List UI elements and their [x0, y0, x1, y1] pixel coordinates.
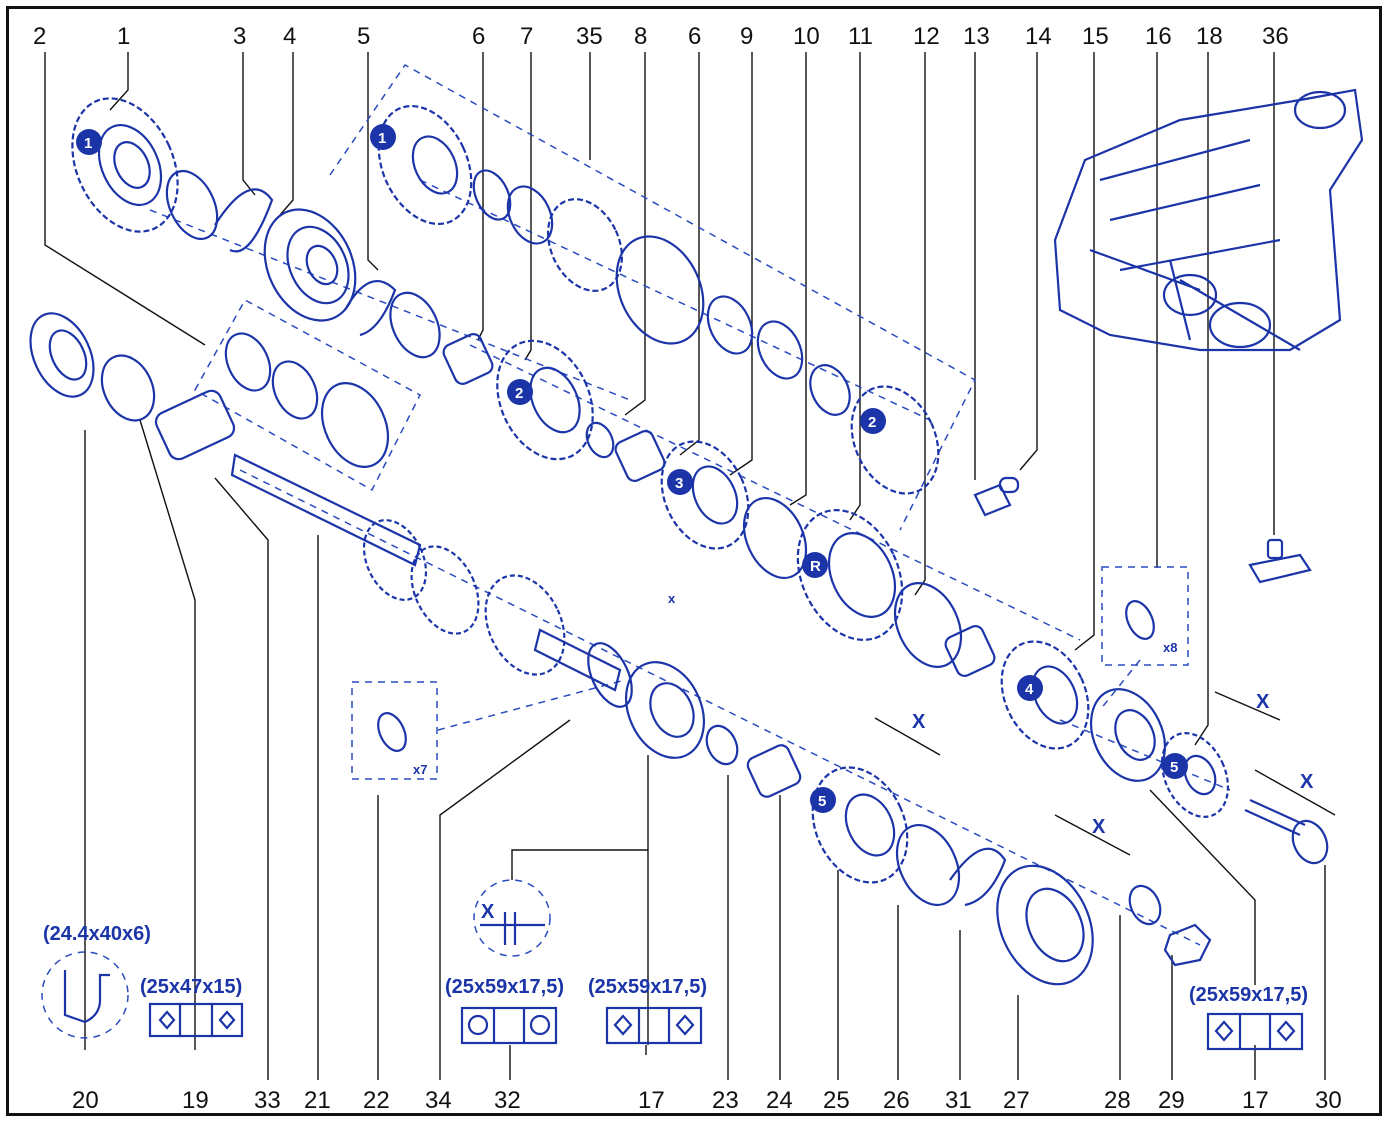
badge-gear-2a: 2 — [515, 385, 523, 402]
callout-23: 23 — [712, 1087, 739, 1114]
x-label-hub: X — [1092, 816, 1106, 838]
callout-21: 21 — [304, 1087, 331, 1114]
badge-gear-4: 4 — [1025, 681, 1034, 698]
callout-20: 20 — [72, 1087, 99, 1114]
bottom-callouts: 20 19 33 21 22 34 32 17 23 24 25 26 31 2… — [72, 1087, 1342, 1114]
callout-32: 32 — [494, 1087, 521, 1114]
bearing-symbol-17a: (25x59x17,5) — [588, 976, 707, 1045]
seal-symbol: (24.4x40x6) — [41, 923, 151, 1039]
callout-35: 35 — [576, 23, 603, 50]
callout-15: 15 — [1082, 23, 1109, 50]
callout-19: 19 — [182, 1087, 209, 1114]
leader-lines — [44, 52, 1326, 1080]
callout-5: 5 — [357, 23, 370, 50]
callout-34: 34 — [425, 1087, 452, 1114]
callout-7: 7 — [520, 23, 533, 50]
callout-11: 11 — [848, 23, 873, 50]
badge-gear-1a: 1 — [84, 135, 92, 152]
gear-3 — [660, 440, 750, 550]
callout-4: 4 — [283, 23, 296, 50]
x-label-gear5: X — [912, 711, 926, 733]
reverse-hub — [796, 509, 904, 641]
shaft-axes — [149, 179, 1231, 946]
dashed-groups — [193, 64, 1189, 780]
gear-2 — [496, 339, 594, 461]
callout-33: 33 — [254, 1087, 281, 1114]
bearing-17a-dimension: (25x59x17,5) — [588, 976, 707, 998]
parts — [29, 97, 1329, 986]
gear-4 — [1000, 640, 1090, 750]
callout-26: 26 — [883, 1087, 910, 1114]
callout-9: 9 — [740, 23, 753, 50]
badge-gear-1b: 1 — [378, 130, 386, 147]
seal-dimension: (24.4x40x6) — [43, 923, 151, 945]
x-label-gear5-right: X — [1256, 691, 1270, 713]
callout-24: 24 — [766, 1087, 793, 1114]
diagram-frame — [6, 6, 1382, 1116]
callout-30: 30 — [1315, 1087, 1342, 1114]
callout-17b: 17 — [1242, 1087, 1269, 1114]
bearing-19-dimension: (25x47x15) — [140, 976, 242, 998]
gear-1 — [71, 97, 179, 233]
callout-6b: 6 — [688, 23, 701, 50]
bearing-detail — [473, 879, 551, 957]
callout-18: 18 — [1196, 23, 1223, 50]
callout-6a: 6 — [472, 23, 485, 50]
main-shaft — [230, 453, 622, 692]
callout-2: 2 — [33, 23, 46, 50]
badge-reverse: R — [810, 558, 821, 575]
callout-22: 22 — [363, 1087, 390, 1114]
callout-10: 10 — [793, 23, 820, 50]
badge-gear-5a: 5 — [1170, 759, 1178, 776]
bearing-symbol-32: (25x59x17,5) — [445, 976, 564, 1045]
callout-3: 3 — [233, 23, 246, 50]
x-label-bolt: X — [1300, 771, 1314, 793]
callout-29: 29 — [1158, 1087, 1185, 1114]
callout-28: 28 — [1104, 1087, 1131, 1114]
callout-8: 8 — [634, 23, 647, 50]
badge-gear-3: 3 — [675, 475, 683, 492]
bearing-symbol-17b: (25x59x17,5) — [1189, 984, 1308, 1051]
callout-25: 25 — [823, 1087, 850, 1114]
synchro-hub-4 — [263, 208, 357, 322]
washer-22-qty: x7 — [413, 762, 427, 777]
badge-gear-5b: 5 — [818, 793, 826, 810]
badge-gear-2b: 2 — [868, 414, 876, 431]
callout-31: 31 — [945, 1087, 972, 1114]
callout-12: 12 — [913, 23, 940, 50]
callout-16: 16 — [1145, 23, 1172, 50]
x-label-circlip: x — [668, 591, 676, 606]
x-dimension-marks: x X X X X X — [481, 591, 1336, 923]
callout-13: 13 — [963, 23, 990, 50]
bearing-17b-dimension: (25x59x17,5) — [1189, 984, 1308, 1006]
washer-16-qty: x8 — [1163, 640, 1177, 655]
bearing-symbol-19: (25x47x15) — [140, 976, 244, 1038]
callout-1: 1 — [117, 23, 130, 50]
gearbox-housing — [1053, 88, 1364, 352]
callout-36: 36 — [1262, 23, 1289, 50]
gear-badges: 1 1 2 2 3 R 4 5 5 — [76, 124, 1188, 813]
top-callouts: 2 1 3 4 5 6 7 35 8 6 9 10 11 12 13 14 15… — [33, 23, 1289, 50]
callout-14: 14 — [1025, 23, 1052, 50]
bearing-32-dimension: (25x59x17,5) — [445, 976, 564, 998]
x-label-detail: X — [481, 901, 495, 923]
callout-17a: 17 — [638, 1087, 665, 1114]
callout-27: 27 — [1003, 1087, 1030, 1114]
